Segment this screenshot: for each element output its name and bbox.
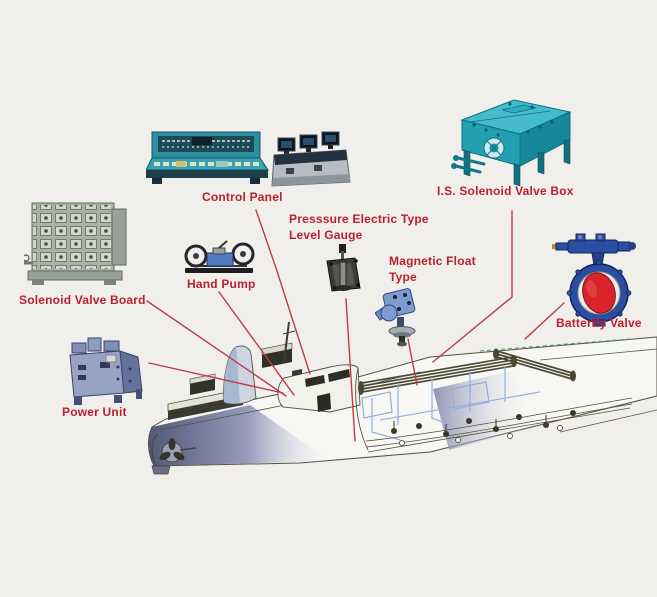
pressure-level-gauge-label-line1: Presssure Electric Type: [289, 212, 429, 226]
is-solenoid-valve-box-image: [451, 99, 572, 187]
hand-pump-image: [184, 240, 255, 273]
magnetic-float-label: Magnetic Float Type: [389, 253, 476, 285]
control-panel-image: [146, 131, 351, 187]
leader-control-panel: [255, 209, 311, 375]
hand-pump-label: Hand Pump: [187, 277, 256, 291]
control-panel-label: Control Panel: [202, 190, 283, 204]
pressure-level-gauge-label-line2: Level Gauge: [289, 228, 363, 242]
leader-is-box: [432, 210, 513, 363]
magnetic-float-label-line2: Type: [389, 270, 417, 284]
batterfly-valve-image: [552, 233, 636, 327]
leader-solenoid-valve-board: [146, 300, 287, 397]
is-solenoid-valve-box-label: I.S. Solenoid Valve Box: [437, 184, 574, 198]
leader-hand-pump: [218, 291, 295, 396]
power-unit-image: [69, 337, 143, 405]
leader-batterfly-valve: [524, 302, 565, 340]
solenoid-valve-board-image: [24, 202, 127, 285]
power-unit-label: Power Unit: [62, 405, 127, 419]
magnetic-float-image: [375, 288, 416, 347]
control-panel-monitor-console: [271, 131, 351, 187]
control-panel-console: [146, 131, 269, 184]
batterfly-valve-label: Batterfly Valve: [556, 316, 642, 330]
pressure-level-gauge-image: [326, 244, 361, 292]
solenoid-valve-board-label: Solenoid Valve Board: [19, 293, 146, 307]
magnetic-float-label-line1: Magnetic Float: [389, 254, 476, 268]
leader-power-unit: [148, 362, 284, 394]
valve-actuator: [552, 233, 636, 254]
pressure-level-gauge-label: Presssure Electric Type Level Gauge: [289, 211, 429, 243]
leader-pressure-gauge: [345, 298, 356, 442]
ship-cutaway-drawing: [148, 321, 657, 475]
leader-magnetic-float: [407, 338, 418, 386]
